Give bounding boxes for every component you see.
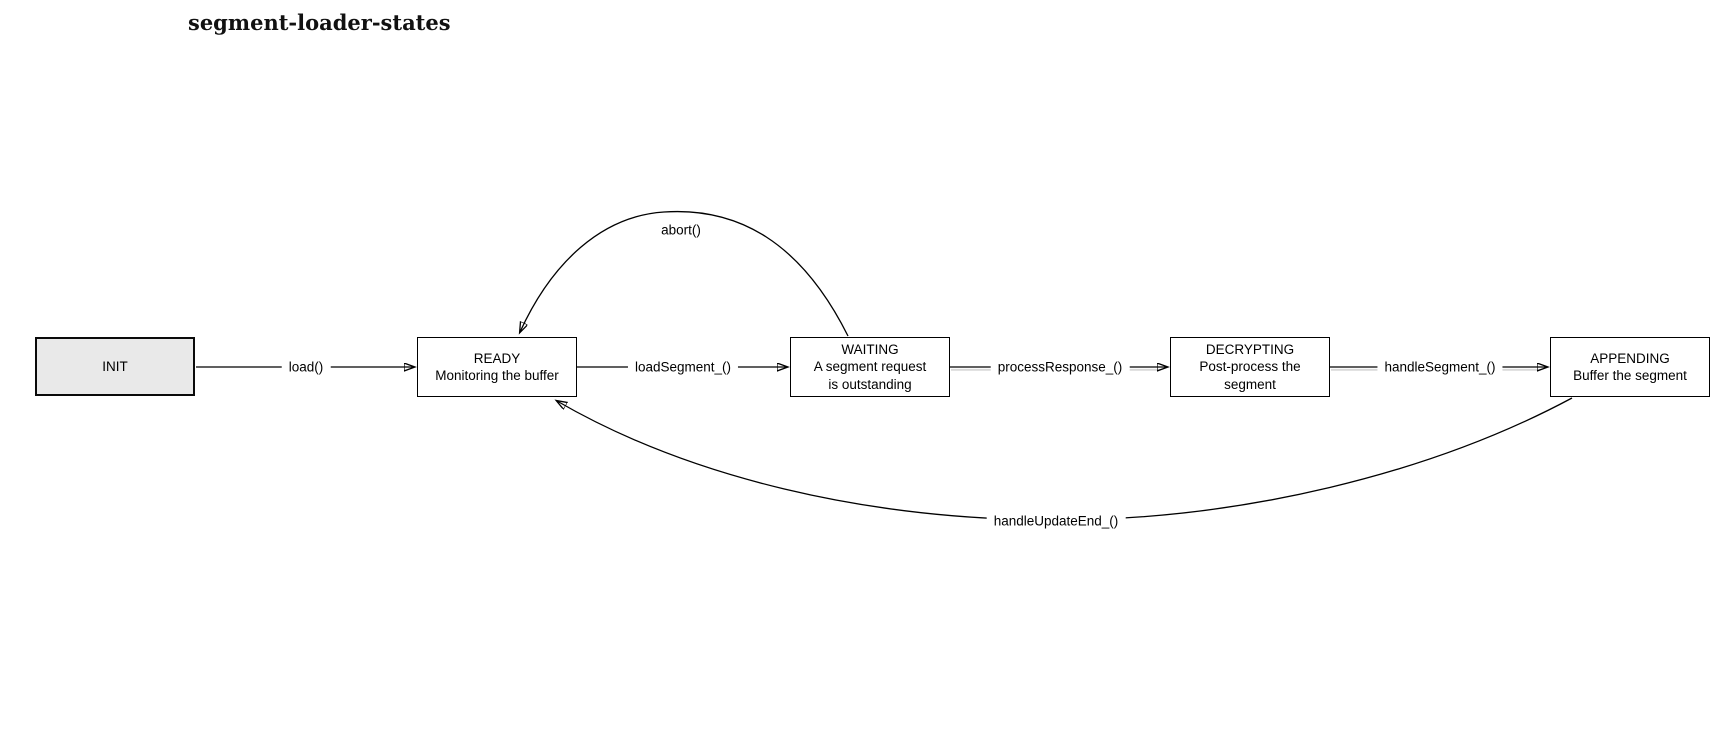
state-waiting-desc-line2: is outstanding [828, 376, 912, 392]
state-init-name: INIT [102, 358, 128, 374]
state-ready-desc: Monitoring the buffer [435, 368, 559, 383]
diagram-title: segment-loader-states [188, 10, 451, 35]
abort-edge [520, 210, 849, 337]
state-waiting: WAITING A segment request is outstanding [790, 337, 950, 397]
state-decrypting: DECRYPTING Post-process the segment [1170, 337, 1330, 397]
state-appending-name: APPENDING [1590, 350, 1670, 366]
handle-segment-edge-label: handleSegment_() [1377, 359, 1503, 375]
handle-update-end-edge [557, 397, 1573, 521]
state-ready: READY Monitoring the buffer [417, 337, 577, 397]
state-waiting-name: WAITING [841, 341, 899, 357]
handle-update-end-edge-label: handleUpdateEnd_() [986, 513, 1126, 529]
state-ready-name: READY [473, 350, 521, 366]
abort-edge-label: abort() [654, 222, 708, 238]
state-decrypting-name: DECRYPTING [1205, 341, 1295, 357]
state-decrypting-desc-line2: segment [1224, 376, 1276, 392]
process-response-edge-label: processResponse_() [990, 359, 1130, 375]
load-segment-edge-label: loadSegment_() [627, 359, 739, 375]
state-appending: APPENDING Buffer the segment [1550, 337, 1710, 397]
state-waiting-desc-line1: A segment request [813, 359, 927, 375]
load-edge-label: load() [281, 359, 331, 375]
state-decrypting-desc-line1: Post-process the [1199, 359, 1301, 375]
state-init: INIT [35, 337, 195, 396]
state-appending-desc: Buffer the segment [1573, 368, 1687, 383]
